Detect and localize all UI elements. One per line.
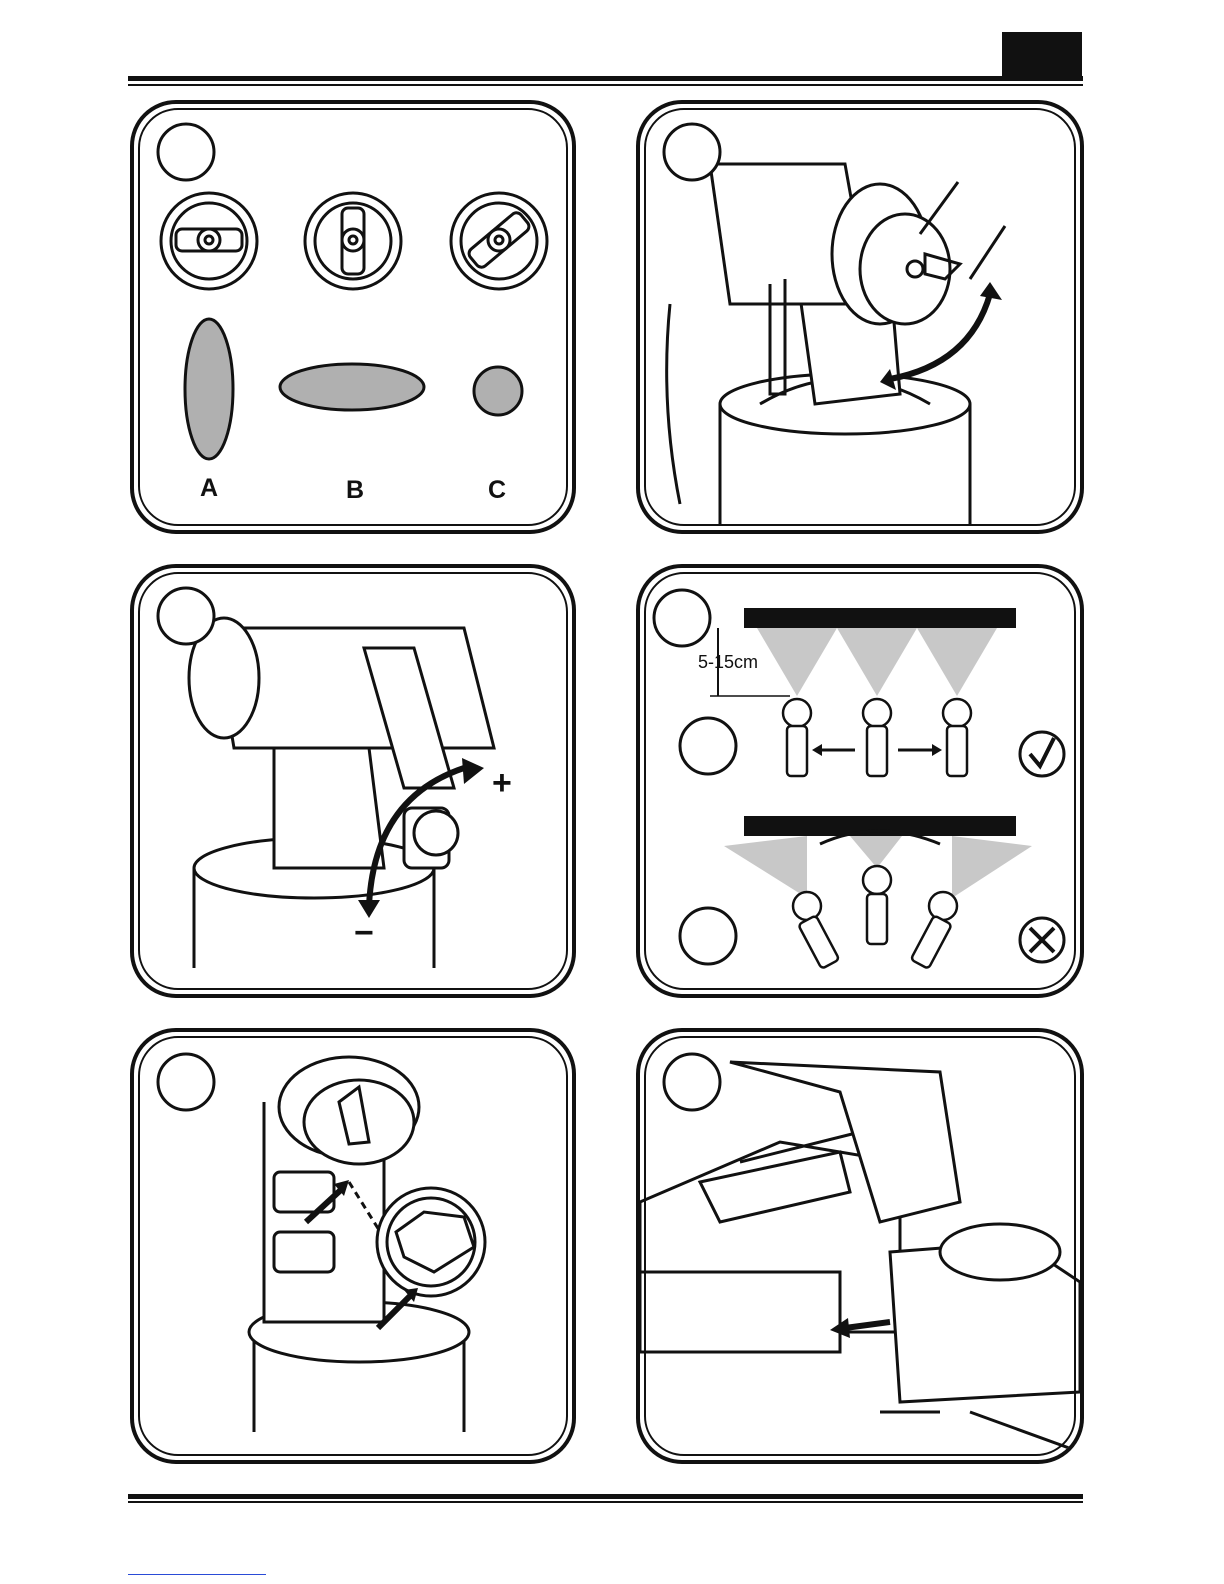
panel-spray-patterns: A B C — [130, 100, 576, 534]
motor-detach-illustration — [640, 1032, 1084, 1464]
pattern-label-a: A — [200, 474, 218, 503]
spray-patterns-illustration — [134, 104, 576, 534]
panel-nozzle-assembly — [130, 1028, 576, 1464]
surface-top — [744, 608, 1016, 628]
nozzle-assembly-illustration — [134, 1032, 576, 1464]
decrease-label: − — [354, 914, 374, 953]
step-circle — [158, 588, 214, 644]
step-circle — [654, 590, 710, 646]
panel-flow-adjust: + − — [130, 564, 576, 998]
header-rule — [128, 76, 1083, 81]
check-icon — [1020, 732, 1064, 776]
pattern-horizontal — [280, 364, 424, 410]
panel-nozzle-rotation — [636, 100, 1084, 534]
nozzle-rotation-illustration — [640, 104, 1084, 534]
spray-guns-wrong — [793, 866, 957, 969]
footer-link-underline[interactable] — [128, 1574, 266, 1575]
step-circle-correct — [680, 718, 736, 774]
nozzle-cap-horizontal — [305, 193, 401, 289]
increase-label: + — [492, 764, 512, 803]
spray-cones-correct — [757, 628, 997, 696]
cross-icon — [1020, 918, 1064, 962]
step-circle — [664, 1054, 720, 1110]
pattern-label-b: B — [346, 476, 364, 505]
pattern-vertical — [185, 319, 233, 459]
distance-label: 5-15cm — [698, 652, 758, 673]
nozzle-cap-diagonal — [451, 193, 547, 289]
pattern-label-c: C — [488, 476, 506, 505]
header-rule-thin — [128, 84, 1083, 86]
spray-guns-correct — [783, 699, 971, 776]
step-circle-wrong — [680, 908, 736, 964]
page-tab — [1002, 32, 1082, 76]
step-circle — [158, 124, 214, 180]
panel-spray-technique: 5-15cm — [636, 564, 1084, 998]
spray-technique-illustration — [640, 568, 1084, 998]
surface-bottom — [744, 816, 1016, 836]
footer-rule — [128, 1494, 1083, 1499]
pattern-round — [474, 367, 522, 415]
step-circle — [158, 1054, 214, 1110]
footer-rule-thin — [128, 1501, 1083, 1503]
nozzle-cap-vertical — [161, 193, 257, 289]
step-circle — [664, 124, 720, 180]
panel-motor-detach — [636, 1028, 1084, 1464]
